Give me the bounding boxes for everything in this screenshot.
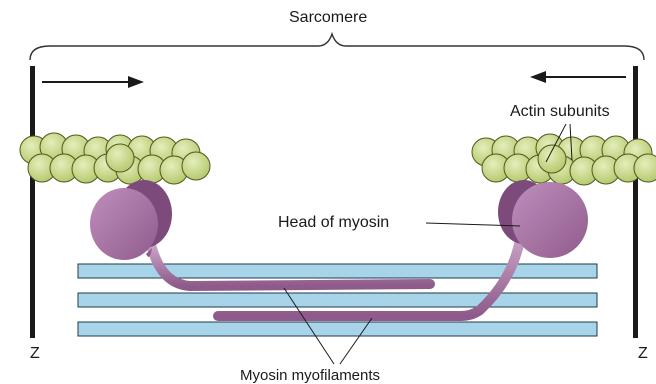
filament-middle — [78, 293, 597, 307]
arrow-left-icon — [530, 71, 626, 83]
label-z-left: Z — [30, 346, 40, 362]
label-sarcomere: Sarcomere — [289, 10, 367, 26]
arrow-right-icon — [42, 76, 144, 88]
z-line-left — [30, 66, 35, 338]
filament-bottom — [78, 322, 597, 336]
thin-filaments — [78, 264, 597, 336]
sarcomere-brace — [30, 34, 644, 60]
actin-chain-left — [20, 133, 210, 184]
label-myosin-myofilaments: Myosin myofilaments — [240, 368, 380, 383]
z-line-right — [633, 66, 638, 338]
label-actin-subunits: Actin subunits — [510, 104, 610, 120]
myosin-head-right — [498, 180, 588, 258]
label-z-right: Z — [638, 346, 648, 362]
actin-chain-right — [472, 134, 656, 185]
label-head-of-myosin: Head of myosin — [278, 215, 389, 231]
myosin-head-left — [90, 180, 172, 260]
